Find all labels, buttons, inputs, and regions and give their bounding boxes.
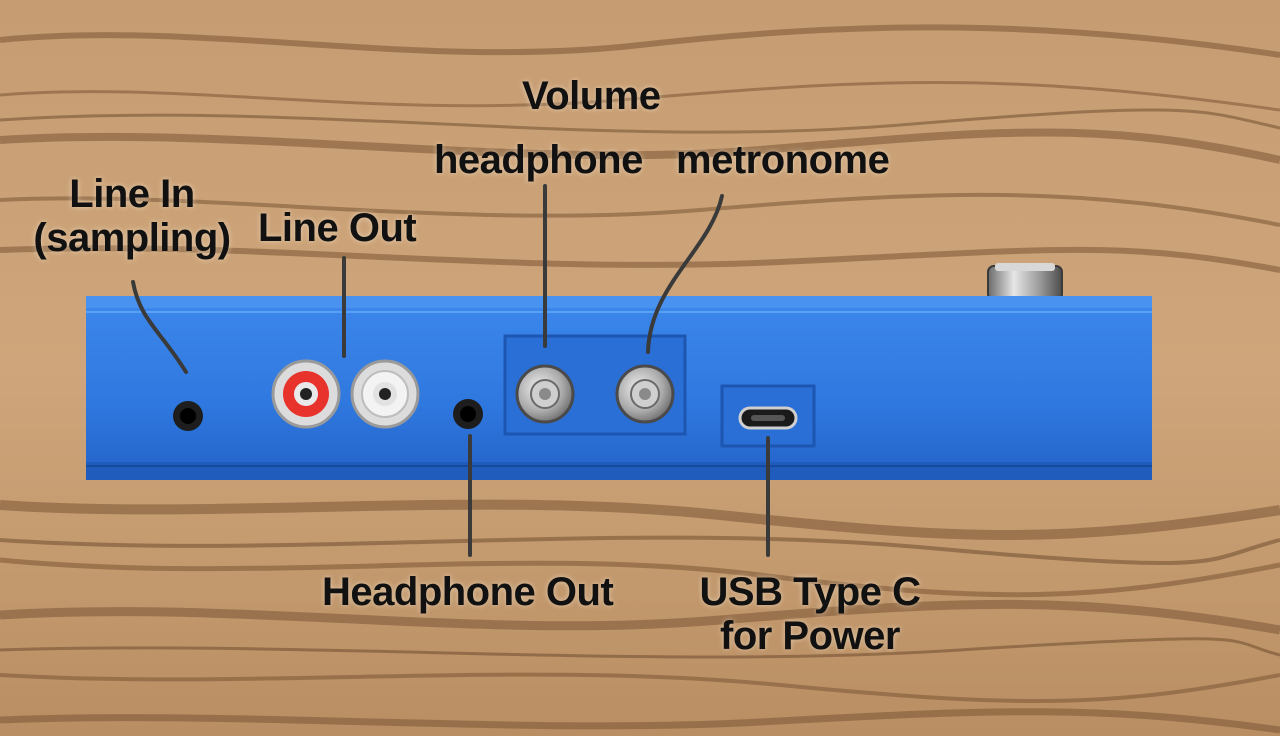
headphone-volume-pot — [515, 364, 575, 424]
label-usb-1: USB Type C — [699, 570, 921, 614]
headphone-jack — [453, 399, 483, 429]
leader-lines — [131, 184, 770, 557]
metronome-volume-pot — [615, 364, 675, 424]
label-volume: Volume — [522, 74, 661, 118]
wood-grain — [0, 24, 1280, 734]
rca-white-jack — [350, 359, 420, 429]
leader-metronome — [646, 194, 724, 354]
label-line-in-1: Line In — [69, 172, 195, 216]
label-line-in: Line In (sampling) — [22, 172, 242, 260]
line-in-jack — [173, 401, 203, 431]
label-line-in-2: (sampling) — [33, 216, 231, 260]
rotary-knob — [987, 263, 1063, 301]
label-usb: USB Type C for Power — [690, 570, 930, 658]
label-line-out: Line Out — [258, 206, 417, 250]
wood-grain-dark — [0, 108, 1280, 659]
rca-red-jack — [271, 359, 341, 429]
label-headphone: headphone — [434, 138, 643, 182]
usb-c-port — [738, 406, 798, 430]
leader-line-in — [131, 280, 188, 374]
label-usb-2: for Power — [720, 614, 900, 658]
label-headphone-out: Headphone Out — [322, 570, 614, 614]
label-metronome: metronome — [676, 138, 890, 182]
